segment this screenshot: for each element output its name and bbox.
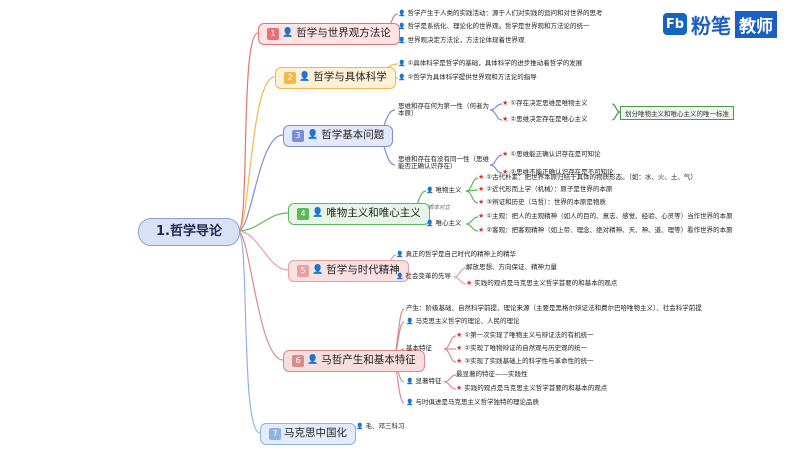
person-icon: 👤 xyxy=(307,130,319,141)
leaf-node: 👤显著特征 xyxy=(406,377,442,385)
star-icon: ★ xyxy=(502,99,509,107)
star-icon: ★ xyxy=(478,173,485,181)
person-icon: 👤 xyxy=(426,187,434,194)
branch-label: 哲学与世界观方法论 xyxy=(296,27,391,40)
branch-label: 马哲产生和基本特征 xyxy=(321,354,416,367)
leaf-node: 👤①具体科学是哲学的基础，具体科学的进步推动着哲学的发展 xyxy=(398,59,583,67)
branch-number-badge: 7 xyxy=(269,428,281,440)
branch-marxism-features[interactable]: 6 👤 马哲产生和基本特征 xyxy=(283,350,425,372)
person-icon: 👤 xyxy=(307,355,319,366)
star-icon: ★ xyxy=(478,212,485,220)
opposition-label: 根本对立 xyxy=(428,205,451,211)
person-icon: 👤 xyxy=(396,273,404,280)
leaf-node: 👤哲学产生于人类的实践活动：源于人们对实践的追问和对世界的思考 xyxy=(398,9,603,17)
person-icon: 👤 xyxy=(406,378,414,385)
leaf-node: 思维和存在何为第一性（何者为本原） xyxy=(398,102,489,118)
leaf-node: ★②思维决定存在是唯心主义 xyxy=(502,115,588,123)
branch-marxism-china[interactable]: 7 马克思中国化 xyxy=(260,423,356,445)
person-icon: 👤 xyxy=(356,423,364,430)
branch-number-badge: 3 xyxy=(292,130,304,142)
leaf-node: ★①古代朴素：把世界本原归结于具体的物质形态。（如：水、火、土、气） xyxy=(478,173,697,181)
leaf-node: 解放思想、方向保证、精神力量 xyxy=(466,263,557,271)
highlight-box: 划分唯物主义和唯心主义的唯一标准 xyxy=(620,106,734,120)
leaf-node: 👤唯心主义 xyxy=(426,219,462,227)
person-icon: 👤 xyxy=(426,220,434,227)
branch-label: 哲学与时代精神 xyxy=(326,264,400,277)
star-icon: ★ xyxy=(456,384,463,392)
branch-number-badge: 4 xyxy=(297,208,309,220)
root-node[interactable]: 1.哲学导论 xyxy=(138,218,240,246)
branch-label: 唯物主义和唯心主义 xyxy=(326,207,421,220)
leaf-node: 基本特征 xyxy=(406,344,432,352)
person-icon: 👤 xyxy=(406,318,414,325)
branch-philosophy-era[interactable]: 5 👤 哲学与时代精神 xyxy=(288,260,409,282)
person-icon: 👤 xyxy=(398,60,406,67)
leaf-node: 👤世界观决定方法论，方法论体现着世界观 xyxy=(398,36,525,44)
person-icon: 👤 xyxy=(398,10,406,17)
person-icon: 👤 xyxy=(398,74,406,81)
person-icon: 👤 xyxy=(398,23,406,30)
branch-number-badge: 2 xyxy=(284,72,296,84)
fenbi-logo: Fb 粉笔 教师 xyxy=(663,10,777,38)
leaf-node: 👤哲学是系统化、理论化的世界观。哲学是世界观和方法论的统一 xyxy=(398,22,590,30)
star-icon: ★ xyxy=(456,331,463,339)
star-icon: ★ xyxy=(478,185,485,193)
branch-number-badge: 5 xyxy=(297,265,309,277)
branch-materialism-idealism[interactable]: 4 👤 唯物主义和唯心主义 xyxy=(288,203,430,225)
leaf-node: ★①存在决定思维是唯物主义 xyxy=(502,99,588,107)
leaf-node: 最显著的特征——实践性 xyxy=(456,370,528,378)
person-icon: 👤 xyxy=(396,251,404,258)
leaf-node: ★实践的观点是马克思主义哲学首要的和基本的观点 xyxy=(456,384,608,392)
person-icon: 👤 xyxy=(312,208,324,219)
branch-number-badge: 1 xyxy=(267,28,279,40)
person-icon: 👤 xyxy=(312,265,324,276)
leaf-node: ★②近代形而上学（机械）：原子是世界的本原 xyxy=(478,185,613,193)
branch-philosophy-science[interactable]: 2 👤 哲学与具体科学 xyxy=(275,67,396,89)
star-icon: ★ xyxy=(502,168,509,176)
person-icon: 👤 xyxy=(282,28,294,39)
leaf-node: 👤唯物主义 xyxy=(426,186,462,194)
branch-label: 马克思中国化 xyxy=(284,427,347,440)
star-icon: ★ xyxy=(502,150,509,158)
star-icon: ★ xyxy=(466,279,473,287)
leaf-node: 产生：阶级基础、自然科学前提、理论来源（主要是黑格尔辩证法和费尔巴哈唯物主义）、… xyxy=(406,304,702,312)
leaf-node: 👤真正的哲学是自己时代的精神上的精华 xyxy=(396,250,516,258)
leaf-node: 思维和存在有没有同一性（思维能否正确认识存在） xyxy=(398,155,489,171)
star-icon: ★ xyxy=(478,226,485,234)
star-icon: ★ xyxy=(478,198,485,206)
leaf-node: ★②客观：把客观精神（如上帝、理念、绝对精神、天、神、道、理等）看作世界的本原 xyxy=(478,226,733,234)
leaf-node: ★①第一次实现了唯物主义与辩证法的有机统一 xyxy=(456,331,594,339)
logo-brand: 粉笔 xyxy=(691,13,731,38)
star-icon: ★ xyxy=(502,115,509,123)
branch-number-badge: 6 xyxy=(292,355,304,367)
leaf-node: ★②实现了唯物辩证的自然观与历史观的统一 xyxy=(456,344,588,352)
leaf-node: ★③实现了实践基础上的科学性与革命性的统一 xyxy=(456,357,594,365)
branch-label: 哲学与具体科学 xyxy=(313,71,387,84)
leaf-node: ★①思维能正确认识存在是可知论 xyxy=(502,150,601,158)
logo-mark-icon: Fb xyxy=(663,13,687,35)
leaf-node: ★③辨证和历史（马哲）：世界的本原是物质 xyxy=(478,198,606,206)
leaf-node: ★①主观：把人的主观精神（如人的目的、意志、感觉、经验、心灵等）当作世界的本原 xyxy=(478,212,733,220)
branch-philosophy-worldview[interactable]: 1 👤 哲学与世界观方法论 xyxy=(258,23,400,45)
leaf-node: 👤社会变革的先导 xyxy=(396,272,451,280)
branch-basic-question[interactable]: 3 👤 哲学基本问题 xyxy=(283,125,394,147)
leaf-node: 👤毛、邓三科习 xyxy=(356,422,405,430)
logo-suffix: 教师 xyxy=(735,10,777,38)
branch-label: 哲学基本问题 xyxy=(321,129,385,142)
leaf-node: 👤马克思主义哲学的理论、人民的理论 xyxy=(406,317,520,325)
person-icon: 👤 xyxy=(398,37,406,44)
person-icon: 👤 xyxy=(406,399,414,406)
leaf-node: ★②思维不能正确认识存在是不可知论 xyxy=(502,168,614,176)
leaf-node: 👤②哲学为具体科学提供世界观和方法论的指导 xyxy=(398,73,537,81)
leaf-node: ★实践的观点是马克思主义哲学首要的和基本的观点 xyxy=(466,279,618,287)
leaf-node: 👤与时俱进是马克思主义哲学独特的理论品质 xyxy=(406,398,539,406)
person-icon: 👤 xyxy=(299,72,311,83)
star-icon: ★ xyxy=(456,344,463,352)
star-icon: ★ xyxy=(456,357,463,365)
